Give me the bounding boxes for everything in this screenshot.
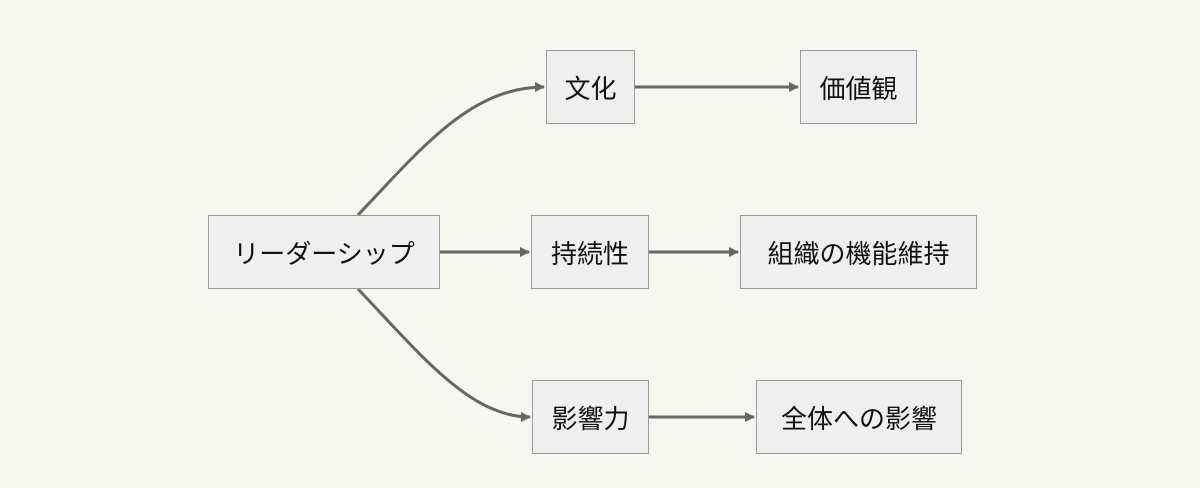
node-values: 価値観: [800, 50, 917, 124]
node-whole-impact: 全体への影響: [756, 380, 962, 454]
node-leadership: リーダーシップ: [208, 215, 440, 289]
edge-root-culture: [356, 82, 545, 217]
edge-root-influence: [356, 287, 531, 422]
node-org-function: 組織の機能維持: [740, 215, 977, 289]
node-influence: 影響力: [532, 380, 649, 454]
node-culture: 文化: [546, 50, 635, 124]
node-sustainability: 持続性: [531, 215, 649, 289]
